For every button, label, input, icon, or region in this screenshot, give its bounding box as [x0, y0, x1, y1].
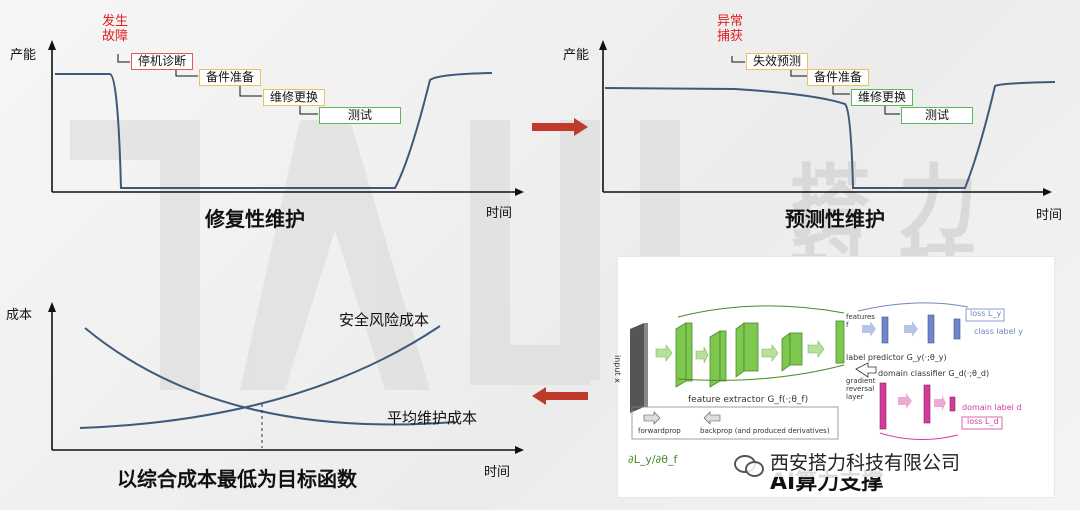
y-axis-label: 成本	[6, 308, 33, 323]
loss-d-box	[961, 416, 1003, 430]
curve-label-maintenance: 平均维护成本	[387, 409, 478, 427]
input-label: input x	[613, 355, 622, 383]
company-name: 西安搭力科技有限公司	[770, 452, 961, 474]
chart-cost	[48, 302, 524, 454]
step-box-4: 测试	[319, 107, 401, 124]
y-axis-label: 产能	[10, 48, 37, 63]
x-axis-label: 时间	[486, 206, 513, 221]
forwardprop-label: forwardprop	[638, 427, 681, 435]
curve-label-risk: 安全风险成本	[339, 311, 430, 329]
loss-y-box	[965, 308, 1005, 322]
grl-arrow	[855, 362, 877, 378]
loss-y-label: loss L_y	[970, 309, 1002, 318]
label-predictor-label: label predictor G_y(·;θ_y)	[846, 353, 947, 362]
event-label: 异常 捕获	[717, 14, 744, 44]
feature-extractor-label: feature extractor G_f(·;θ_f)	[688, 395, 809, 405]
step-box-4: 测试	[901, 107, 973, 124]
maintenance-cost-curve	[79, 325, 441, 429]
backprop-label: backprop (and produced derivatives)	[700, 427, 830, 435]
class-label: class label y	[974, 327, 1024, 336]
domain-classifier-label: domain classifier G_d(·;θ_d)	[878, 369, 990, 378]
title-corrective: 修复性维护	[205, 207, 305, 231]
dann-diagram: ∂L_y/∂θ_f	[628, 302, 1005, 466]
step-box-2: 备件准备	[807, 69, 870, 86]
wechat-icon	[734, 453, 764, 477]
arrow-right-icon	[532, 118, 588, 136]
x-axis-label: 时间	[484, 465, 511, 480]
step-box-3: 维修更换	[851, 89, 914, 106]
gradient-term-1: ∂L_y/∂θ_f	[628, 453, 678, 466]
domain-label: domain label d	[962, 403, 1022, 412]
watermark-text-1: 搭 力	[790, 156, 978, 249]
arrow-left-icon	[532, 387, 588, 405]
loss-d-label: loss L_d	[967, 417, 999, 426]
capacity-curve	[55, 72, 493, 189]
input-block	[630, 323, 644, 413]
ai-diagram-panel: ∂L_y/∂θ_f input x feature extractor G_f(…	[613, 256, 1055, 498]
grl-label: gradient reversal layer	[846, 377, 876, 401]
company-footer: 西安搭力科技有限公司	[728, 446, 967, 477]
step-box-2: 备件准备	[199, 69, 262, 86]
capacity-curve	[604, 81, 1055, 189]
step-box-1: 停机诊断	[131, 53, 194, 70]
chart-corrective	[48, 40, 524, 196]
step-box-3: 维修更换	[263, 89, 326, 106]
title-predictive: 预测性维护	[785, 207, 885, 231]
x-axis-label: 时间	[1036, 208, 1063, 223]
chart-predictive	[599, 40, 1055, 196]
y-axis-label: 产能	[563, 48, 590, 63]
title-cost: 以综合成本最低为目标函数	[117, 467, 357, 491]
features-label: features f	[846, 313, 875, 329]
step-box-1: 失效预测	[746, 53, 809, 70]
event-label: 发生 故障	[102, 14, 129, 44]
legend-box	[631, 406, 839, 440]
